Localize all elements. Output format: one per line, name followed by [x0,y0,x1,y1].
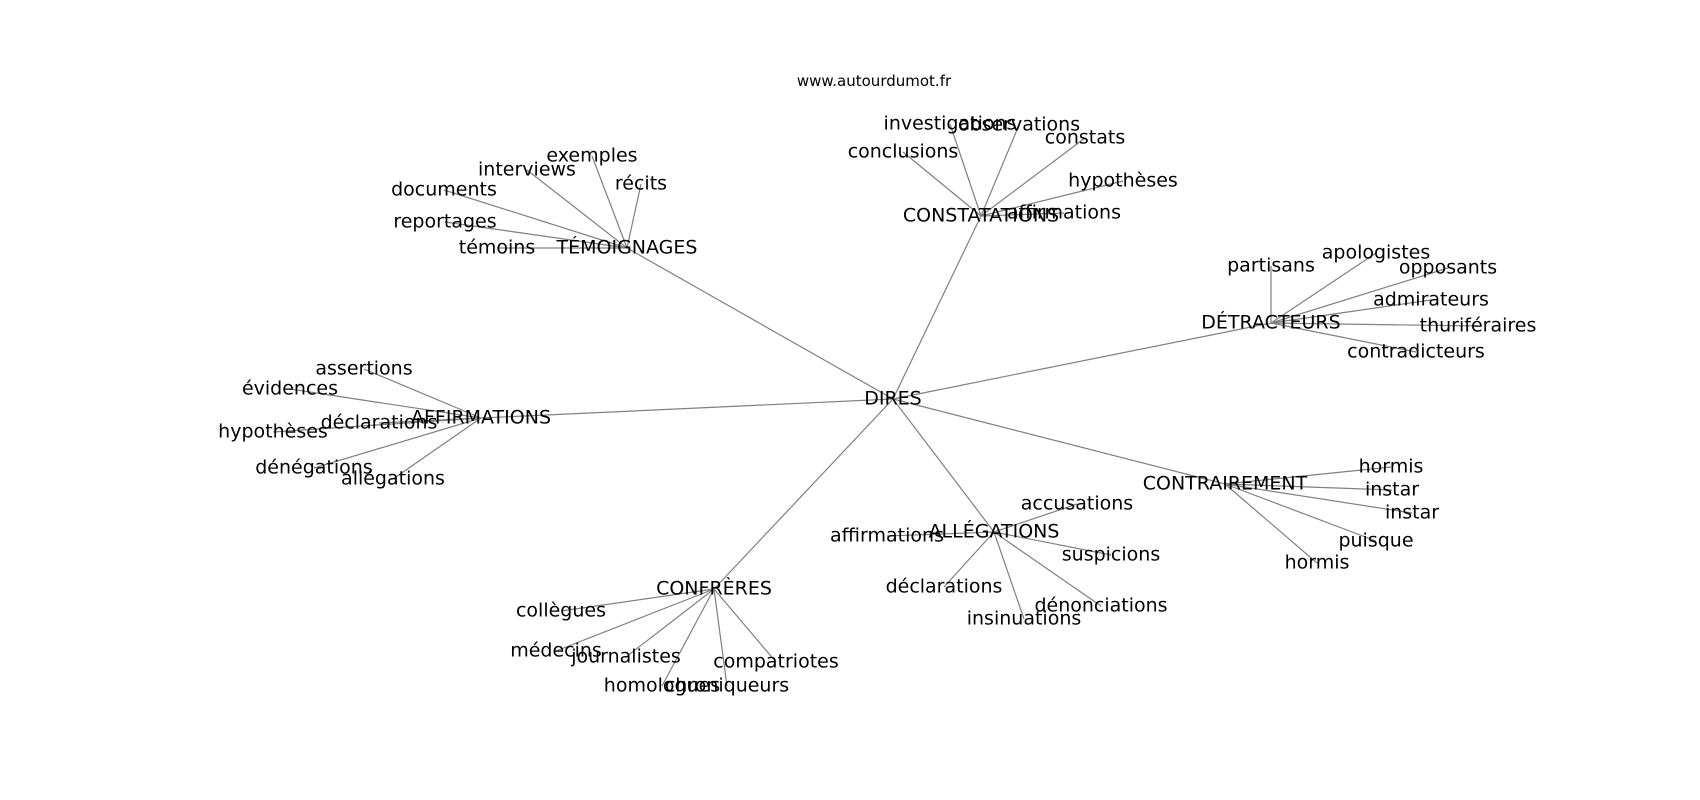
child-node-label: affirmations [830,525,944,547]
child-node-label: journalistes [570,646,681,668]
child-node-label: déclarations [321,412,438,434]
edge-group-to-child [1270,299,1432,324]
edge-group-to-child [526,169,628,249]
child-node-label: déclarations [886,576,1003,598]
edge-center-to-group [713,398,894,590]
edge-group-to-child [993,531,1102,607]
edge-group-to-child [625,588,715,658]
edge-center-to-group [892,322,1272,400]
group-node-label: ALLÉGATIONS [929,520,1060,543]
child-node-label: évidences [242,378,338,400]
child-node-label: récits [615,173,667,195]
child-node-label: admirateurs [1373,289,1489,311]
edge-group-to-child [363,368,482,419]
child-node-label: partisans [1227,255,1315,277]
edge-group-to-child [980,137,1086,217]
edge-group-to-child [980,180,1124,217]
child-node-label: hypothèses [218,421,328,443]
child-node-label: constats [1045,127,1125,149]
edge-center-to-group [480,398,894,419]
edge-group-to-child [591,155,628,249]
child-node-label: apologistes [1322,242,1431,264]
child-node-label: affirmations [1007,202,1121,224]
edge-group-to-child [980,124,1020,217]
child-node-label: instar [1385,502,1439,524]
child-node-label: reportages [393,211,496,233]
child-node-label: insinuations [967,608,1082,630]
child-node-label: puisque [1338,530,1413,552]
child-node-label: homologues [604,675,720,697]
child-node-label: dénégations [255,457,372,479]
child-node-label: dénonciations [1034,595,1167,617]
edge-group-to-child [1224,483,1393,491]
child-node-label: médecins [510,640,602,662]
edge-group-to-child [555,588,715,652]
child-node-label: chroniqueurs [665,675,789,697]
group-node-label: TÉMOIGNAGES [556,236,698,259]
edge-center-to-group [892,398,995,533]
edge-group-to-child [272,417,482,433]
edge-group-to-child [943,531,995,588]
watermark-url: www.autourdumot.fr [796,72,952,90]
edge-group-to-child [1224,466,1392,485]
group-node-label: CONSTATATIONS [903,205,1059,227]
group-node-label: AFFIRMATIONS [411,407,551,429]
group-node-label: CONFRÈRES [656,577,772,600]
child-node-label: investigations [884,113,1017,135]
child-node-label: compatriotes [713,651,839,673]
edge-group-to-child [1270,322,1417,353]
edges-layer [272,123,1479,687]
edge-group-to-child [1224,483,1318,564]
child-node-label: documents [391,179,497,201]
child-node-label: interviews [478,159,576,181]
edge-group-to-child [713,588,777,663]
child-node-label: assertions [315,358,412,380]
edge-group-to-child [949,123,982,217]
child-node-label: hormis [1359,456,1424,478]
edge-group-to-child [993,531,1112,556]
child-node-label: exemples [546,145,637,167]
child-node-label: allégations [341,468,445,490]
edge-group-to-child [1270,322,1479,327]
edge-group-to-child [1224,483,1413,514]
group-node-label: CONTRAIREMENT [1143,473,1308,495]
edge-group-to-child [980,212,1065,217]
edge-group-to-child [1270,252,1377,324]
child-node-label: témoins [459,237,536,259]
child-node-label: conclusions [848,141,959,163]
edge-group-to-child [1270,267,1449,324]
center-node-label: DIRES [864,388,922,410]
child-node-label: instar [1365,479,1419,501]
child-node-label: observations [958,114,1080,136]
edge-group-to-child [626,183,642,249]
edge-center-to-group [892,398,1226,485]
edge-center-to-group [892,215,982,400]
child-node-label: opposants [1399,257,1497,279]
group-node-label: DÉTRACTEURS [1201,311,1340,334]
child-node-label: collègues [516,600,606,622]
edge-group-to-child [444,221,628,249]
edge-group-to-child [993,531,1025,620]
edge-group-to-child [886,531,995,537]
child-node-label: accusations [1021,493,1133,515]
child-node-label: hypothèses [1068,170,1178,192]
child-node-label: hormis [1285,552,1350,574]
child-node-label: thuriféraires [1420,315,1537,337]
edge-group-to-child [713,588,728,687]
edge-group-to-child [392,417,482,480]
edge-group-to-child [1224,483,1377,542]
edge-group-to-child [560,588,715,612]
child-node-label: suspicions [1062,544,1160,566]
edge-group-to-child [313,417,482,469]
edge-center-to-group [626,247,894,400]
edge-group-to-child [443,189,628,249]
edge-group-to-child [289,388,482,419]
edge-group-to-child [902,151,982,217]
child-node-label: contradicteurs [1347,341,1485,363]
edge-group-to-child [993,503,1078,533]
edge-group-to-child [661,588,715,687]
